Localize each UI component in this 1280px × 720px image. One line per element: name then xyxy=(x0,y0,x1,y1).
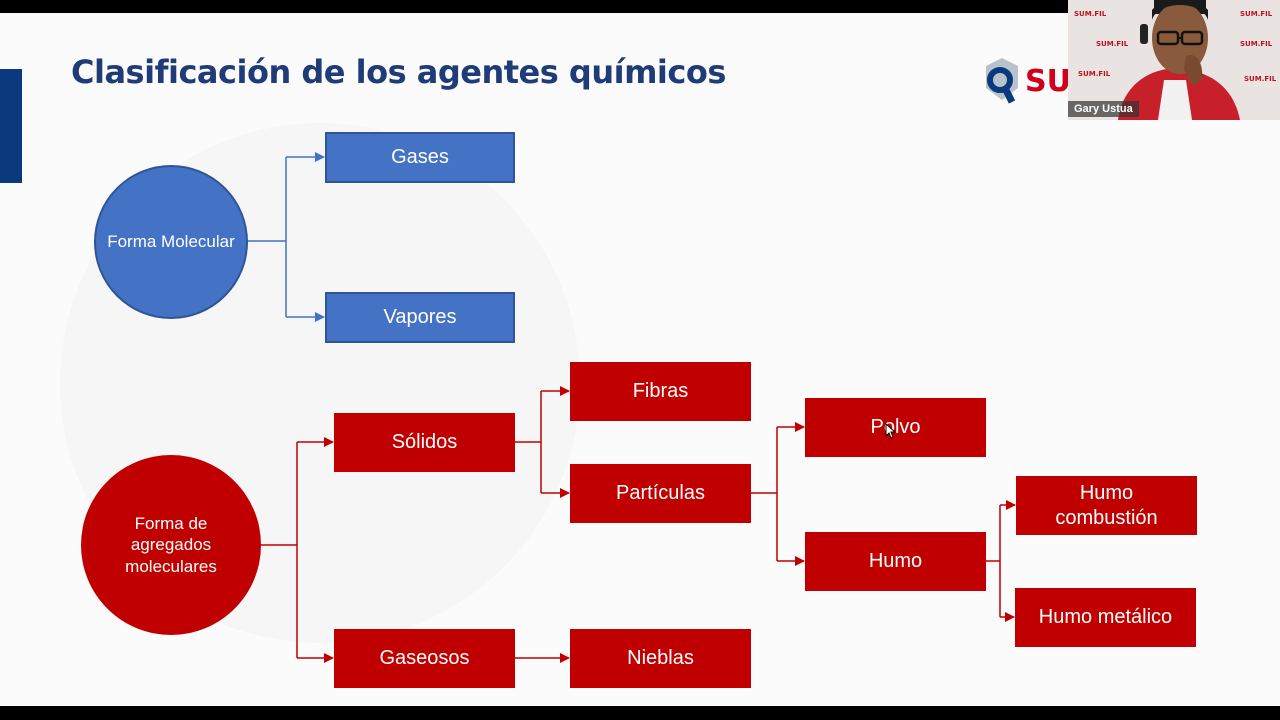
node-fibras: Fibras xyxy=(570,362,751,421)
company-logo-icon xyxy=(986,58,1018,104)
top-black-bar xyxy=(0,0,1280,13)
node-forma-molecular: Forma Molecular xyxy=(94,165,248,319)
mouse-cursor-icon xyxy=(885,423,897,439)
node-humo-combustion: Humo combustión xyxy=(1016,476,1197,535)
bottom-black-bar xyxy=(0,706,1280,720)
node-nieblas: Nieblas xyxy=(570,629,751,688)
participant-video-icon xyxy=(1118,0,1240,120)
title-accent-bar xyxy=(0,69,22,183)
webcam-watermark: SUM.FIL xyxy=(1078,70,1111,78)
webcam-watermark: SUM.FIL xyxy=(1240,40,1273,48)
webcam-watermark: SUM.FIL xyxy=(1074,10,1107,18)
node-polvo: Polvo xyxy=(805,398,986,457)
logo-text: SU xyxy=(1025,64,1071,99)
node-forma-agregados: Forma de agregados moleculares xyxy=(81,455,261,635)
connector-particulas-trunk xyxy=(750,427,778,561)
connector-agregados-trunk xyxy=(260,442,298,658)
slide-title: Clasificación de los agentes químicos xyxy=(71,53,726,91)
node-gaseosos: Gaseosos xyxy=(334,629,515,688)
webcam-watermark: SUM.FIL xyxy=(1096,40,1129,48)
webcam-watermark: SUM.FIL xyxy=(1244,75,1277,83)
connector-humo-trunk xyxy=(985,505,1001,617)
participant-name-label: Gary Ustua xyxy=(1068,101,1139,117)
connector-solidos-trunk xyxy=(514,391,542,493)
node-humo: Humo xyxy=(805,532,986,591)
node-solidos: Sólidos xyxy=(334,413,515,472)
webcam-watermark: SUM.FIL xyxy=(1240,10,1273,18)
connector-molecular-trunk xyxy=(247,157,287,317)
node-humo-metalico: Humo metálico xyxy=(1015,588,1196,647)
webcam-overlay: SUM.FIL SUM.FIL SUM.FIL SUM.FIL SUM.FIL … xyxy=(1068,0,1280,120)
node-vapores: Vapores xyxy=(325,292,515,343)
node-particulas: Partículas xyxy=(570,464,751,523)
node-gases: Gases xyxy=(325,132,515,183)
